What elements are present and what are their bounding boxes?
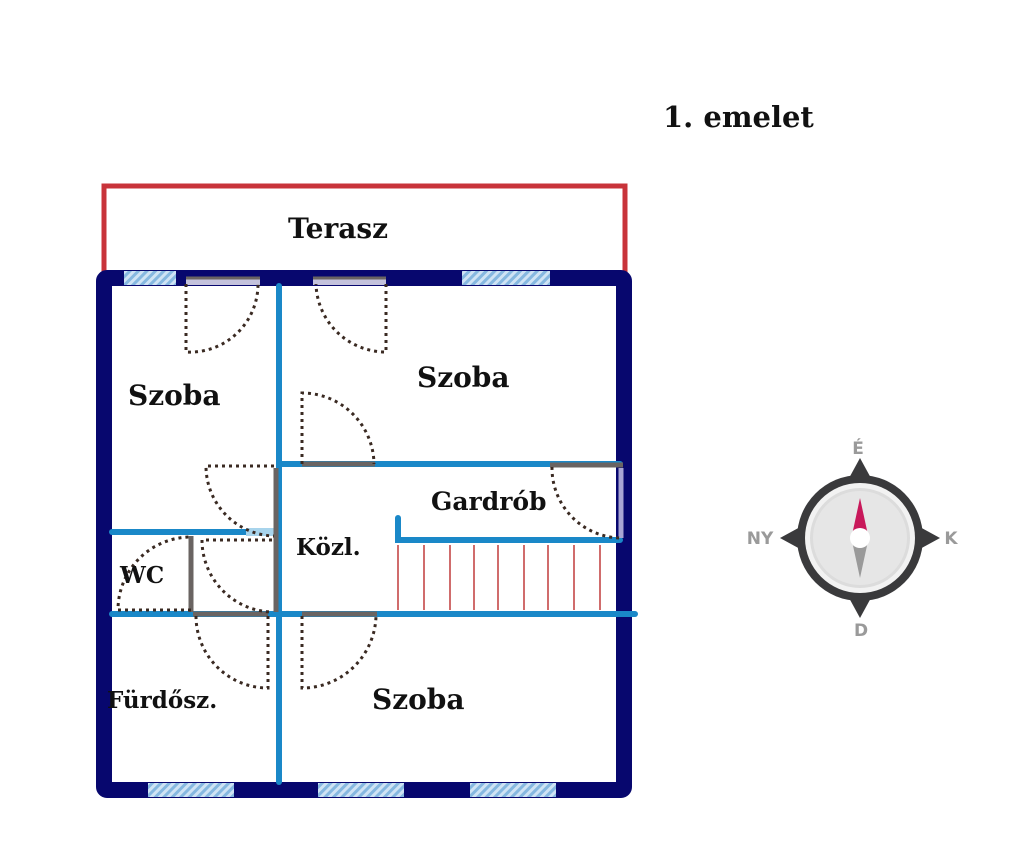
interior-walls <box>109 283 638 785</box>
room-label: Szoba <box>372 683 465 716</box>
window <box>148 783 234 797</box>
room-label: Gardrób <box>431 487 547 516</box>
windows <box>124 271 556 797</box>
staircase <box>397 545 601 610</box>
compass-east: K <box>944 529 958 549</box>
window <box>470 783 556 797</box>
room-label: Szoba <box>128 379 221 412</box>
window <box>318 783 404 797</box>
compass-west: NY <box>747 529 774 549</box>
room-label: Közl. <box>296 534 361 561</box>
room-label: Szoba <box>417 361 510 394</box>
room-label: Fürdősz. <box>107 687 217 714</box>
terrace-doors <box>186 276 386 285</box>
compass-north: É <box>852 437 864 459</box>
window <box>462 271 550 285</box>
floor-title: 1. emelet <box>663 100 814 134</box>
compass-rose-icon <box>780 458 940 618</box>
door-swings <box>116 283 621 690</box>
room-label: WC <box>119 562 164 589</box>
window <box>124 271 176 285</box>
terrace-label: Terasz <box>288 212 388 245</box>
terrace-railing <box>101 183 628 272</box>
compass-south: D <box>854 621 868 641</box>
